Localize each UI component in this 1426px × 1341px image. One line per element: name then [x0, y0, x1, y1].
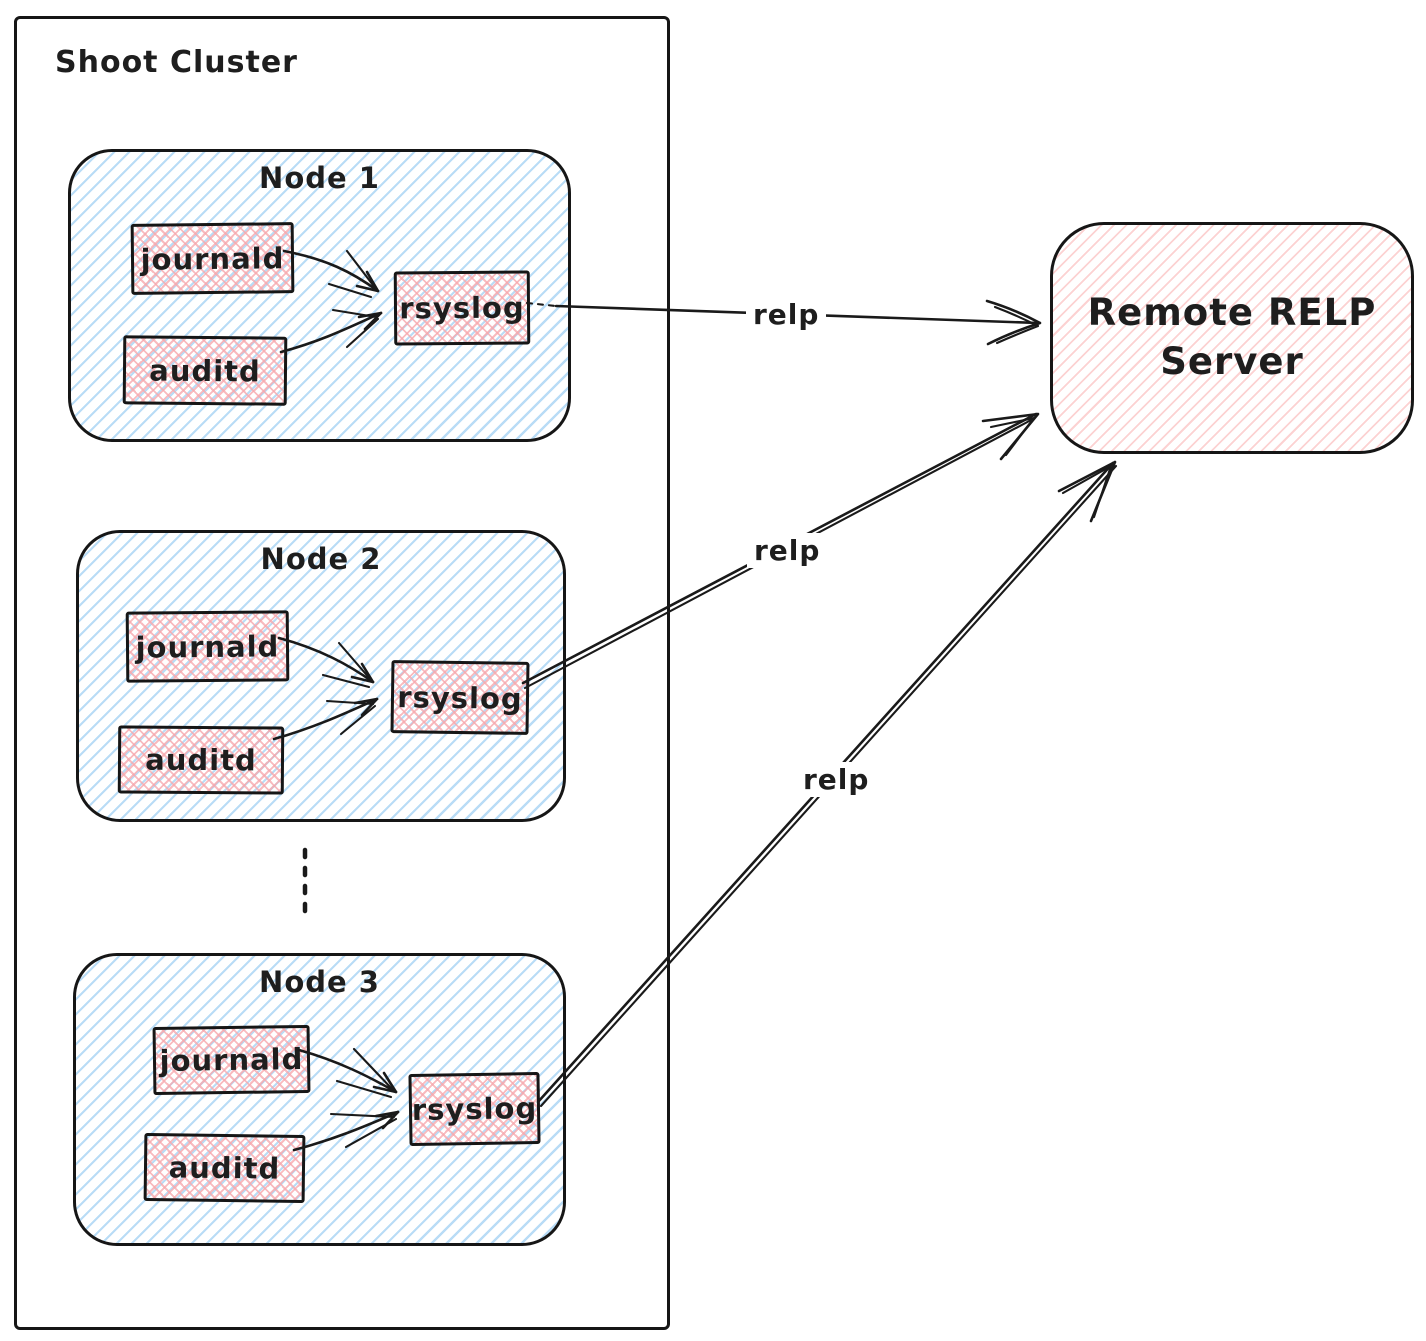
node-3-title: Node 3: [259, 965, 380, 999]
relp-edge-3-arrowhead: [1057, 460, 1117, 523]
relp-edge-1-arrowhead-sketch: [993, 305, 1040, 345]
node-2-journald-box: journald: [125, 610, 290, 683]
node-3-journald-box: journald: [152, 1024, 311, 1096]
node-1-rsyslog-box: rsyslog: [393, 270, 531, 346]
node-1-auditd-label: auditd: [149, 353, 261, 388]
shoot-cluster-title: Shoot Cluster: [55, 45, 298, 80]
node-2-auditd-label: auditd: [145, 742, 257, 778]
node-3-rsyslog-box: rsyslog: [408, 1071, 541, 1147]
remote-relp-server-box: Remote RELP Server: [1050, 222, 1414, 454]
node-2-box: Node 2 journald auditd rsyslog: [76, 530, 566, 822]
node-3-auditd-label: auditd: [168, 1150, 281, 1186]
node-2-title: Node 2: [260, 542, 382, 576]
node-1-auditd-box: auditd: [122, 335, 288, 406]
relp-label-2: relp: [747, 533, 828, 568]
node-1-journald-label: journald: [140, 240, 285, 277]
shoot-cluster-box: Shoot Cluster Node 1 journald auditd rsy…: [14, 16, 670, 1330]
node-2-rsyslog-label: rsyslog: [397, 679, 523, 716]
relp-edge-2-arrowhead: [981, 412, 1040, 461]
server-title-line2: Server: [1160, 340, 1304, 383]
relp-edge-1-arrowhead: [985, 299, 1042, 346]
node-1-journald-box: journald: [130, 222, 295, 295]
node-3-auditd-box: auditd: [143, 1133, 306, 1203]
node-2-rsyslog-box: rsyslog: [390, 660, 530, 735]
node-2-auditd-box: auditd: [117, 725, 285, 795]
relp-edge-3-arrowhead-sketch: [1061, 464, 1113, 519]
relp-edge-2-arrowhead-sketch: [989, 416, 1036, 457]
node-3-journald-label: journald: [159, 1041, 304, 1079]
server-title-line1: Remote RELP: [1087, 291, 1377, 335]
relp-label-3: relp: [796, 762, 877, 797]
node-3-rsyslog-label: rsyslog: [411, 1091, 538, 1127]
node-2-journald-label: journald: [135, 628, 280, 665]
node-1-rsyslog-label: rsyslog: [399, 290, 525, 326]
node-1-title: Node 1: [259, 161, 380, 195]
relp-label-1: relp: [746, 297, 827, 332]
node-3-box: Node 3 journald auditd rsyslog: [73, 953, 566, 1246]
node-1-box: Node 1 journald auditd rsyslog: [68, 149, 571, 442]
